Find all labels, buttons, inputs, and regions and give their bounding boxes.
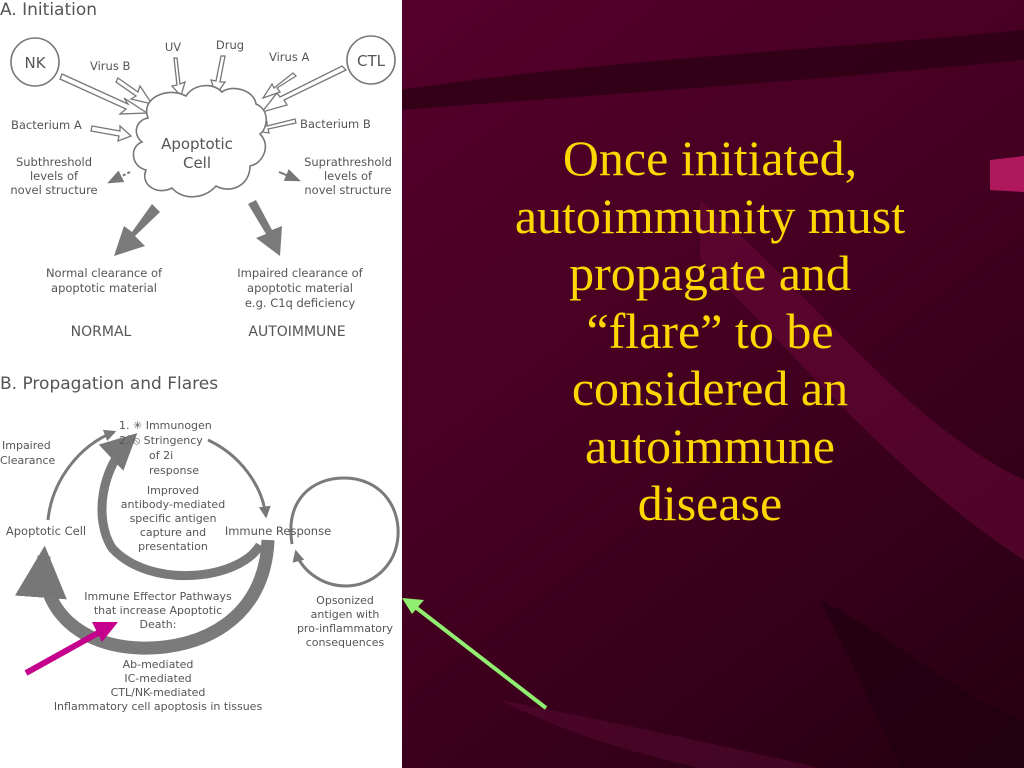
opsonized-loop bbox=[289, 476, 400, 588]
ctl-arrow bbox=[260, 65, 348, 114]
improved-presentation-arc bbox=[97, 433, 264, 580]
slide-text-line: autoimmune bbox=[585, 417, 835, 474]
slide-text-line: “flare” to be bbox=[586, 302, 834, 359]
virus-b-arrow bbox=[115, 77, 154, 106]
impaired-clearance-b-label: Impaired Clearance bbox=[0, 439, 56, 467]
normal-clearance-arrow bbox=[114, 204, 160, 256]
mediated-pathways-label: Ab-mediated IC-mediated CTL/NK-mediated … bbox=[54, 658, 263, 713]
svg-text:that increase Apoptotic: that increase Apoptotic bbox=[94, 604, 222, 617]
autoimmunity-diagram: A. Initiation NK CTL Virus B UV Drug Vir… bbox=[0, 0, 400, 713]
slide-body-text: Once initiated, autoimmunity must propag… bbox=[420, 130, 1000, 533]
ctl-cell bbox=[346, 35, 396, 85]
response-label: response bbox=[149, 464, 199, 477]
background-swoosh bbox=[500, 700, 820, 768]
normal-label: NORMAL bbox=[71, 324, 132, 340]
subthreshold-label: Subthreshold levels of novel structure bbox=[10, 155, 97, 197]
svg-text:Suprathreshold: Suprathreshold bbox=[304, 155, 392, 169]
svg-text:Inflammatory cell apoptosis in: Inflammatory cell apoptosis in tissues bbox=[54, 700, 263, 713]
background-swoosh bbox=[400, 30, 1024, 110]
inducer-arrows bbox=[59, 55, 348, 143]
uv-arrow bbox=[170, 57, 186, 98]
svg-text:apoptotic material: apoptotic material bbox=[51, 281, 157, 295]
svg-text:consequences: consequences bbox=[306, 636, 385, 649]
slide-text-line: disease bbox=[637, 475, 783, 531]
bacterium-a-label: Bacterium A bbox=[11, 118, 82, 132]
svg-text:specific antigen: specific antigen bbox=[130, 512, 217, 525]
virus-b-label: Virus B bbox=[90, 59, 130, 73]
effector-arc bbox=[15, 539, 275, 655]
apoptotic-cell-b-label: Apoptotic Cell bbox=[6, 524, 86, 538]
svg-text:Improved: Improved bbox=[147, 484, 199, 497]
slide-text-line: Once initiated, bbox=[562, 130, 858, 186]
svg-text:antibody-mediated: antibody-mediated bbox=[121, 498, 225, 511]
virus-a-label: Virus A bbox=[269, 50, 309, 64]
of-2i-label: of 2i bbox=[149, 449, 173, 462]
bacterium-a-arrow bbox=[90, 124, 133, 143]
svg-text:e.g. C1q deficiency: e.g. C1q deficiency bbox=[245, 296, 355, 310]
nk-cell bbox=[10, 37, 60, 87]
svg-text:Immune Effector Pathways: Immune Effector Pathways bbox=[84, 590, 232, 603]
svg-text:presentation: presentation bbox=[138, 540, 208, 553]
immune-response-label: Immune Response bbox=[225, 524, 331, 538]
svg-text:Impaired clearance of: Impaired clearance of bbox=[237, 266, 363, 280]
svg-text:Impaired: Impaired bbox=[2, 439, 51, 452]
slide-text-line: autoimmunity must bbox=[514, 187, 906, 244]
stringency-label: 2. ⦸ Stringency bbox=[119, 434, 203, 447]
slide-text-line: considered an bbox=[571, 360, 849, 416]
svg-text:novel structure: novel structure bbox=[10, 183, 97, 197]
suprathreshold-arrow bbox=[278, 169, 301, 182]
improved-presentation-label: Improved antibody-mediated specific anti… bbox=[121, 484, 225, 553]
slide-text-line: propagate and bbox=[569, 245, 851, 301]
background-swoosh bbox=[820, 600, 1024, 768]
drug-label: Drug bbox=[216, 38, 244, 52]
immunogen-label: 1. ✳ Immunogen bbox=[119, 419, 212, 432]
svg-text:Opsonized: Opsonized bbox=[316, 594, 374, 607]
part-b-title: B. Propagation and Flares bbox=[0, 374, 218, 394]
svg-text:Ab-mediated: Ab-mediated bbox=[123, 658, 194, 671]
virus-a-arrow bbox=[261, 72, 298, 100]
svg-text:levels of: levels of bbox=[324, 169, 373, 183]
svg-text:apoptotic material: apoptotic material bbox=[247, 281, 353, 295]
svg-text:levels of: levels of bbox=[30, 169, 79, 183]
svg-text:Subthreshold: Subthreshold bbox=[16, 155, 92, 169]
impaired-clearance-arrow bbox=[248, 200, 282, 256]
nk-label: NK bbox=[24, 54, 46, 72]
uv-label: UV bbox=[165, 40, 181, 54]
svg-text:capture and: capture and bbox=[140, 526, 206, 539]
svg-text:IC-mediated: IC-mediated bbox=[124, 672, 191, 685]
part-a-title: A. Initiation bbox=[0, 0, 97, 20]
autoimmune-label: AUTOIMMUNE bbox=[248, 324, 345, 340]
opsonized-antigen-label: Opsonized antigen with pro-inflammatory … bbox=[297, 594, 394, 649]
svg-text:antigen with: antigen with bbox=[311, 608, 380, 621]
nk-arrow bbox=[59, 73, 150, 115]
normal-clearance-label: Normal clearance of apoptotic material bbox=[46, 266, 163, 295]
svg-text:novel structure: novel structure bbox=[304, 183, 391, 197]
svg-text:CTL/NK-mediated: CTL/NK-mediated bbox=[111, 686, 206, 699]
svg-text:Clearance: Clearance bbox=[0, 454, 56, 467]
bacterium-b-label: Bacterium B bbox=[300, 117, 371, 131]
effector-pathways-label: Immune Effector Pathways that increase A… bbox=[84, 590, 232, 631]
background-swoosh bbox=[700, 200, 1024, 560]
svg-text:Normal clearance of: Normal clearance of bbox=[46, 266, 163, 280]
svg-text:pro-inflammatory: pro-inflammatory bbox=[297, 622, 394, 635]
cell-label-line2: Cell bbox=[183, 154, 211, 172]
immunogen-arc bbox=[207, 438, 271, 519]
background-accent bbox=[990, 156, 1024, 192]
apoptotic-cell-blob bbox=[132, 84, 268, 198]
suprathreshold-label: Suprathreshold levels of novel structure bbox=[304, 155, 392, 197]
cell-label-line1: Apoptotic bbox=[161, 135, 233, 153]
svg-text:Death:: Death: bbox=[140, 618, 177, 631]
subthreshold-arrow bbox=[107, 170, 131, 184]
impaired-clearance-label: Impaired clearance of apoptotic material… bbox=[237, 266, 363, 310]
ctl-label: CTL bbox=[357, 52, 386, 70]
